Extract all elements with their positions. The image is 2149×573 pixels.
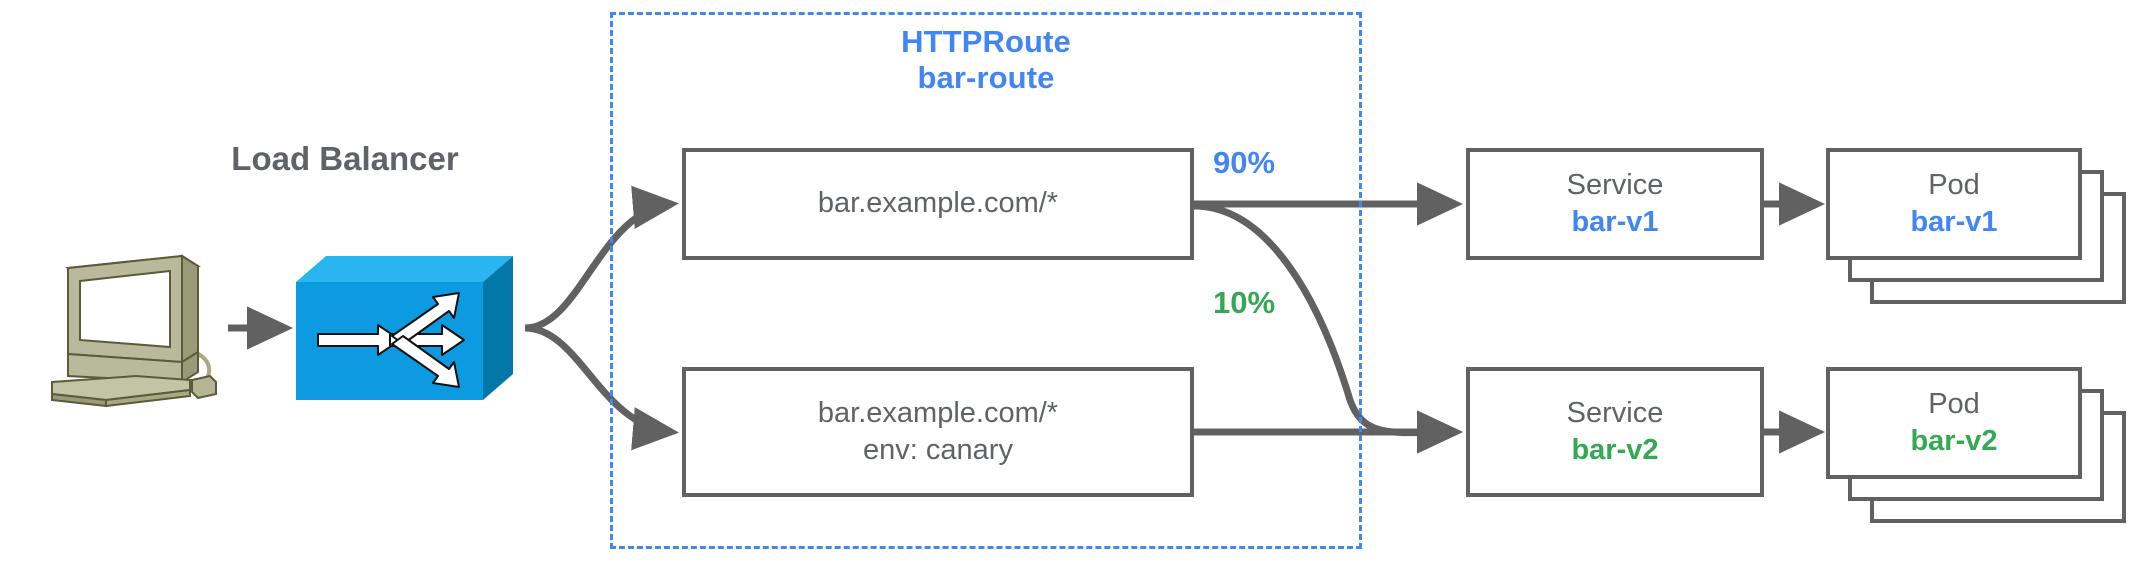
- pod-stack-bar-v2[interactable]: Pod bar-v2: [1826, 367, 2126, 537]
- pod-kind-label: Pod: [1928, 168, 1980, 201]
- service-kind-label: Service: [1566, 168, 1664, 201]
- rule-box-default[interactable]: bar.example.com/*: [682, 148, 1194, 260]
- pod-kind-label: Pod: [1928, 387, 1980, 420]
- rule-host-path: bar.example.com/*: [817, 396, 1059, 429]
- pod-box-bar-v1[interactable]: Pod bar-v1: [1826, 148, 2082, 260]
- pod-box-bar-v2[interactable]: Pod bar-v2: [1826, 367, 2082, 479]
- rule-box-canary[interactable]: bar.example.com/* env: canary: [682, 367, 1194, 497]
- httproute-kind-label: HTTPRoute: [901, 24, 1071, 59]
- service-box-bar-v2[interactable]: Service bar-v2: [1466, 367, 1764, 497]
- service-name-label: bar-v1: [1571, 206, 1659, 238]
- rule-header-match: env: canary: [863, 434, 1013, 466]
- service-kind-label: Service: [1566, 396, 1664, 429]
- load-balancer-icon: [292, 254, 517, 404]
- pod-name-label: bar-v1: [1910, 206, 1998, 238]
- httproute-name-label: bar-route: [917, 59, 1055, 95]
- weight-label-10: 10%: [1213, 285, 1276, 320]
- computer-icon: [40, 250, 220, 410]
- weight-label-90: 90%: [1213, 145, 1276, 180]
- rule-host-path: bar.example.com/*: [817, 187, 1059, 220]
- service-name-label: bar-v2: [1571, 434, 1659, 466]
- service-box-bar-v1[interactable]: Service bar-v1: [1466, 148, 1764, 260]
- httproute-group-title: HTTPRoute bar-route: [610, 24, 1362, 95]
- load-balancer-label: Load Balancer: [231, 140, 459, 177]
- httproute-group-border: [610, 12, 1362, 549]
- pod-stack-bar-v1[interactable]: Pod bar-v1: [1826, 148, 2126, 318]
- pod-name-label: bar-v2: [1910, 425, 1998, 457]
